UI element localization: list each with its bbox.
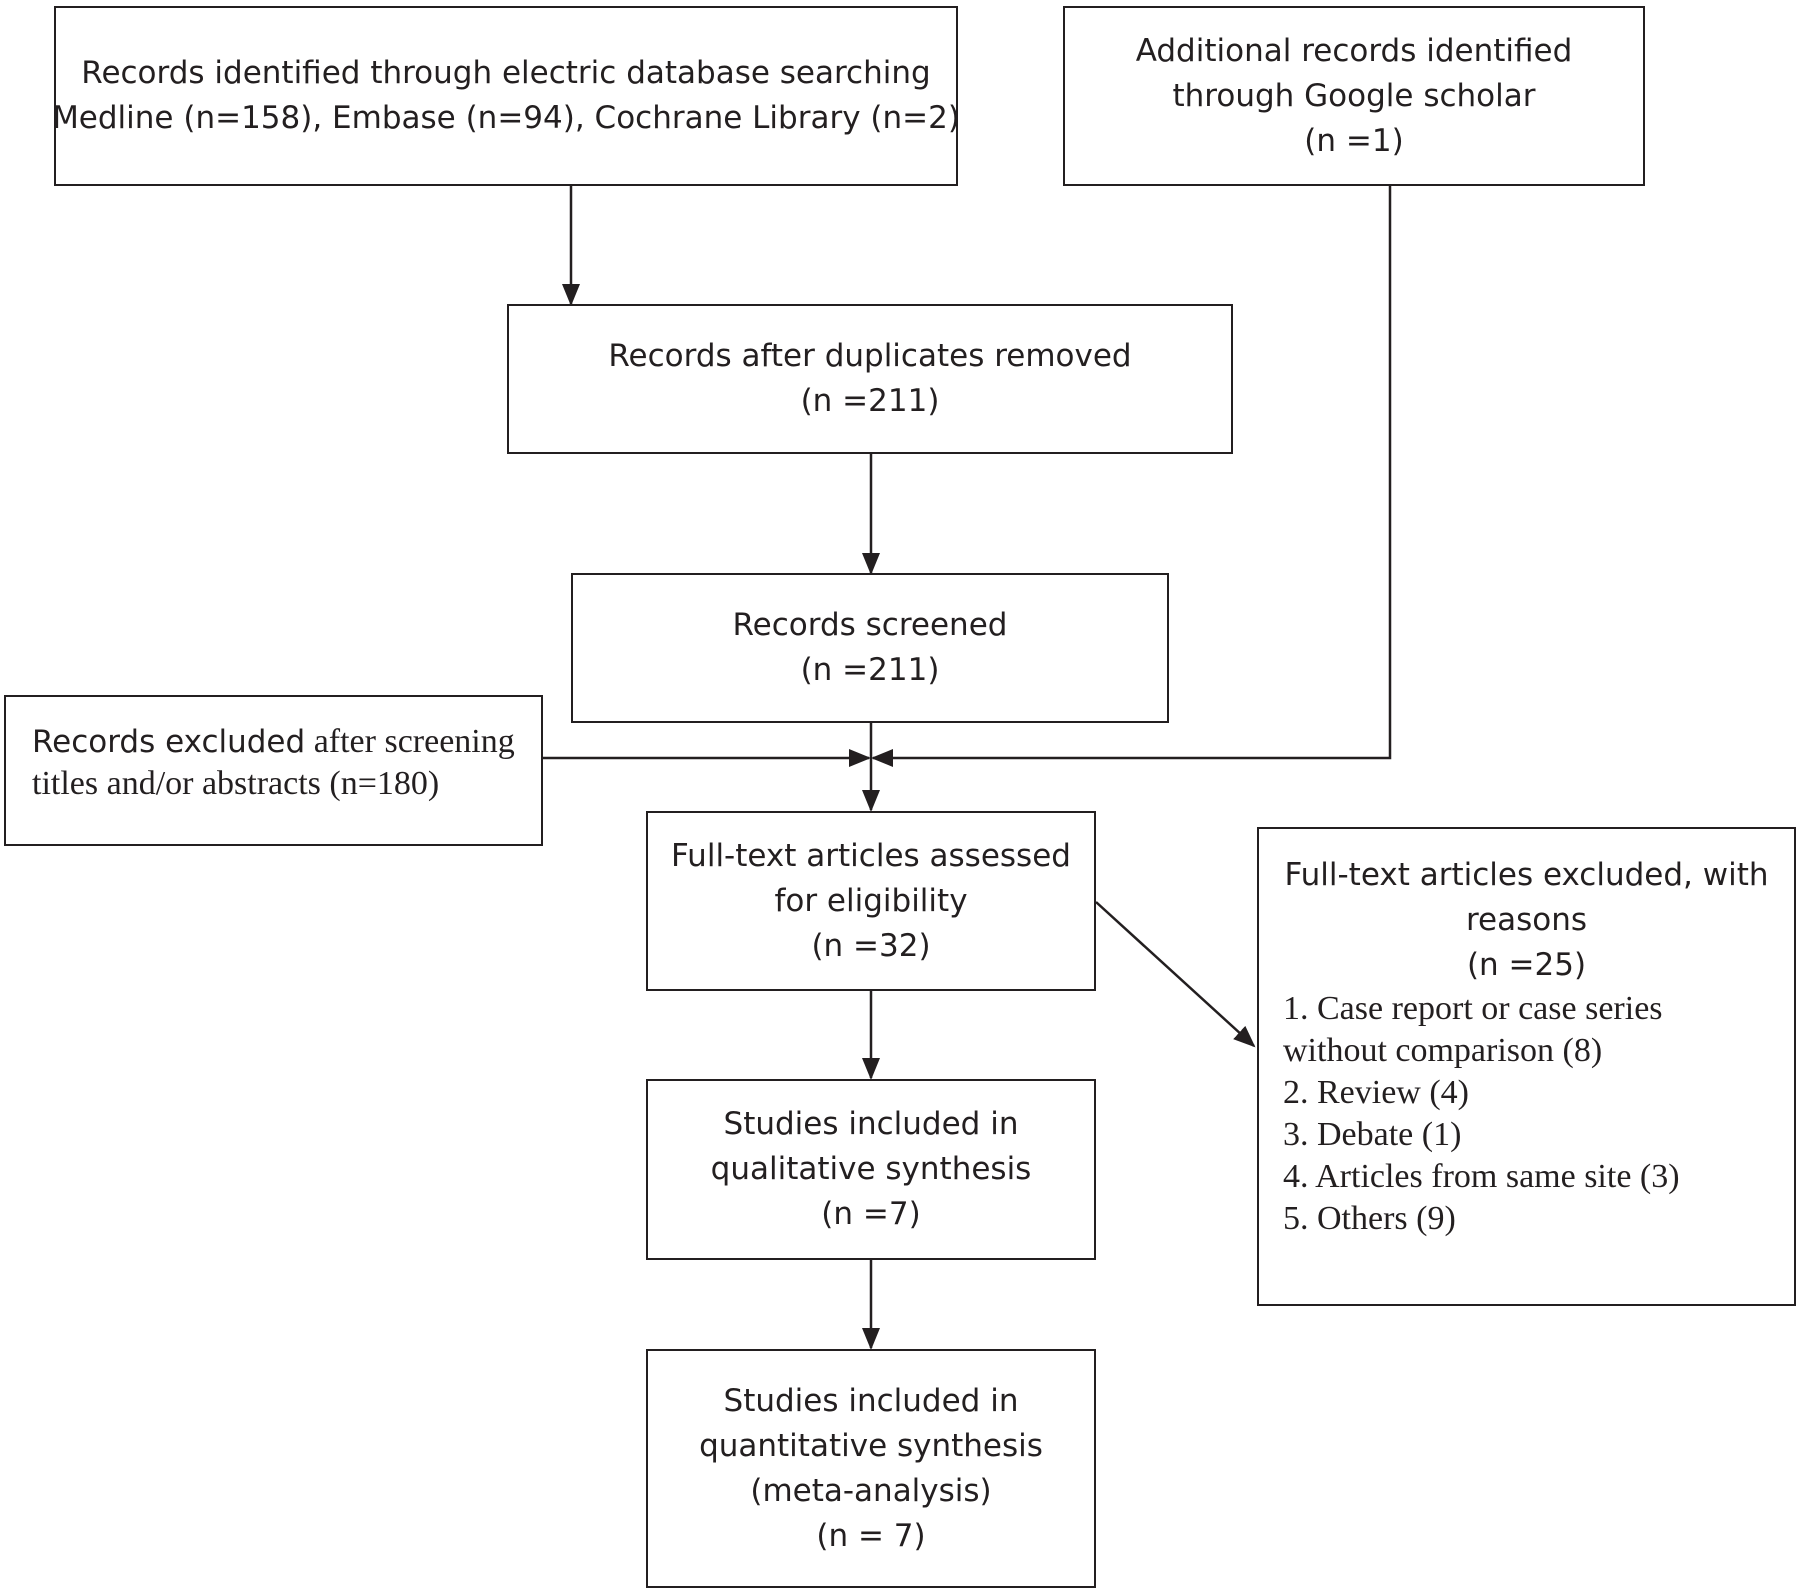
fulltext-excluded-line-2: reasons — [1465, 902, 1588, 938]
quantitative-line-1: Studies included in — [723, 1382, 1019, 1419]
box-quantitative-synthesis: Studies included in quantitative synthes… — [646, 1349, 1096, 1588]
identified-line-1: Records identified through electric data… — [81, 55, 931, 91]
box-after-duplicates: Records after duplicates removed (n =211… — [507, 304, 1233, 454]
excluded-prefix: Records excluded — [32, 724, 306, 760]
box-fulltext-assessed: Full-text articles assessed for eligibil… — [646, 811, 1096, 991]
fulltext-line-3: (n =32) — [811, 927, 931, 964]
reason-item: 5. Others (9) — [1283, 1200, 1456, 1237]
quantitative-line-4: (n = 7) — [816, 1517, 926, 1554]
box-records-excluded: Records excluded after screening titles … — [4, 695, 543, 846]
box-fulltext-excluded: Full-text articles excluded, with reason… — [1257, 827, 1796, 1306]
reason-item: 1. Case report or case series — [1283, 990, 1663, 1027]
additional-line-2: through Google scholar — [1172, 77, 1536, 114]
fulltext-excluded-line-3: (n =25) — [1466, 947, 1587, 983]
qualitative-line-1: Studies included in — [723, 1106, 1019, 1142]
reason-item: 3. Debate (1) — [1283, 1116, 1462, 1153]
box-qualitative-synthesis: Studies included in qualitative synthesi… — [646, 1079, 1096, 1260]
qualitative-line-3: (n =7) — [821, 1196, 921, 1232]
duplicates-line-2: (n =211) — [800, 383, 940, 419]
fulltext-line-2: for eligibility — [774, 882, 968, 919]
additional-line-3: (n =1) — [1304, 122, 1404, 159]
qualitative-line-2: qualitative synthesis — [710, 1151, 1032, 1187]
reason-item: 4. Articles from same site (3) — [1283, 1158, 1680, 1195]
exclusion-reasons-list: 1. Case report or case series without co… — [1259, 988, 1680, 1240]
excluded-suffix: after screening — [305, 723, 515, 760]
fulltext-line-1: Full-text articles assessed — [671, 837, 1071, 874]
identified-line-2: Medline (n=158), Embase (n=94), Cochrane… — [52, 100, 960, 136]
box-records-identified: Records identified through electric data… — [52, 6, 960, 186]
fulltext-excluded-line-1: Full-text articles excluded, with — [1284, 857, 1769, 893]
arrow-fulltext-to-excluded — [1095, 901, 1256, 1048]
reason-item: without comparison (8) — [1283, 1032, 1603, 1069]
box-records-screened: Records screened (n =211) — [571, 573, 1169, 723]
reason-item: 2. Review (4) — [1283, 1074, 1470, 1111]
duplicates-line-1: Records after duplicates removed — [608, 338, 1132, 374]
additional-line-1: Additional records identified — [1135, 32, 1573, 69]
screened-line-1: Records screened — [732, 607, 1008, 643]
excluded-line-2: titles and/or abstracts (n=180) — [32, 765, 440, 802]
quantitative-line-2: quantitative synthesis — [699, 1427, 1043, 1464]
box-additional-records: Additional records identified through Go… — [1063, 6, 1645, 186]
quantitative-line-3: (meta-analysis) — [750, 1472, 992, 1509]
connector-additional-to-merge — [871, 185, 1392, 767]
excluded-line-1: Records excluded after screening — [32, 721, 515, 763]
screened-line-2: (n =211) — [800, 652, 940, 688]
